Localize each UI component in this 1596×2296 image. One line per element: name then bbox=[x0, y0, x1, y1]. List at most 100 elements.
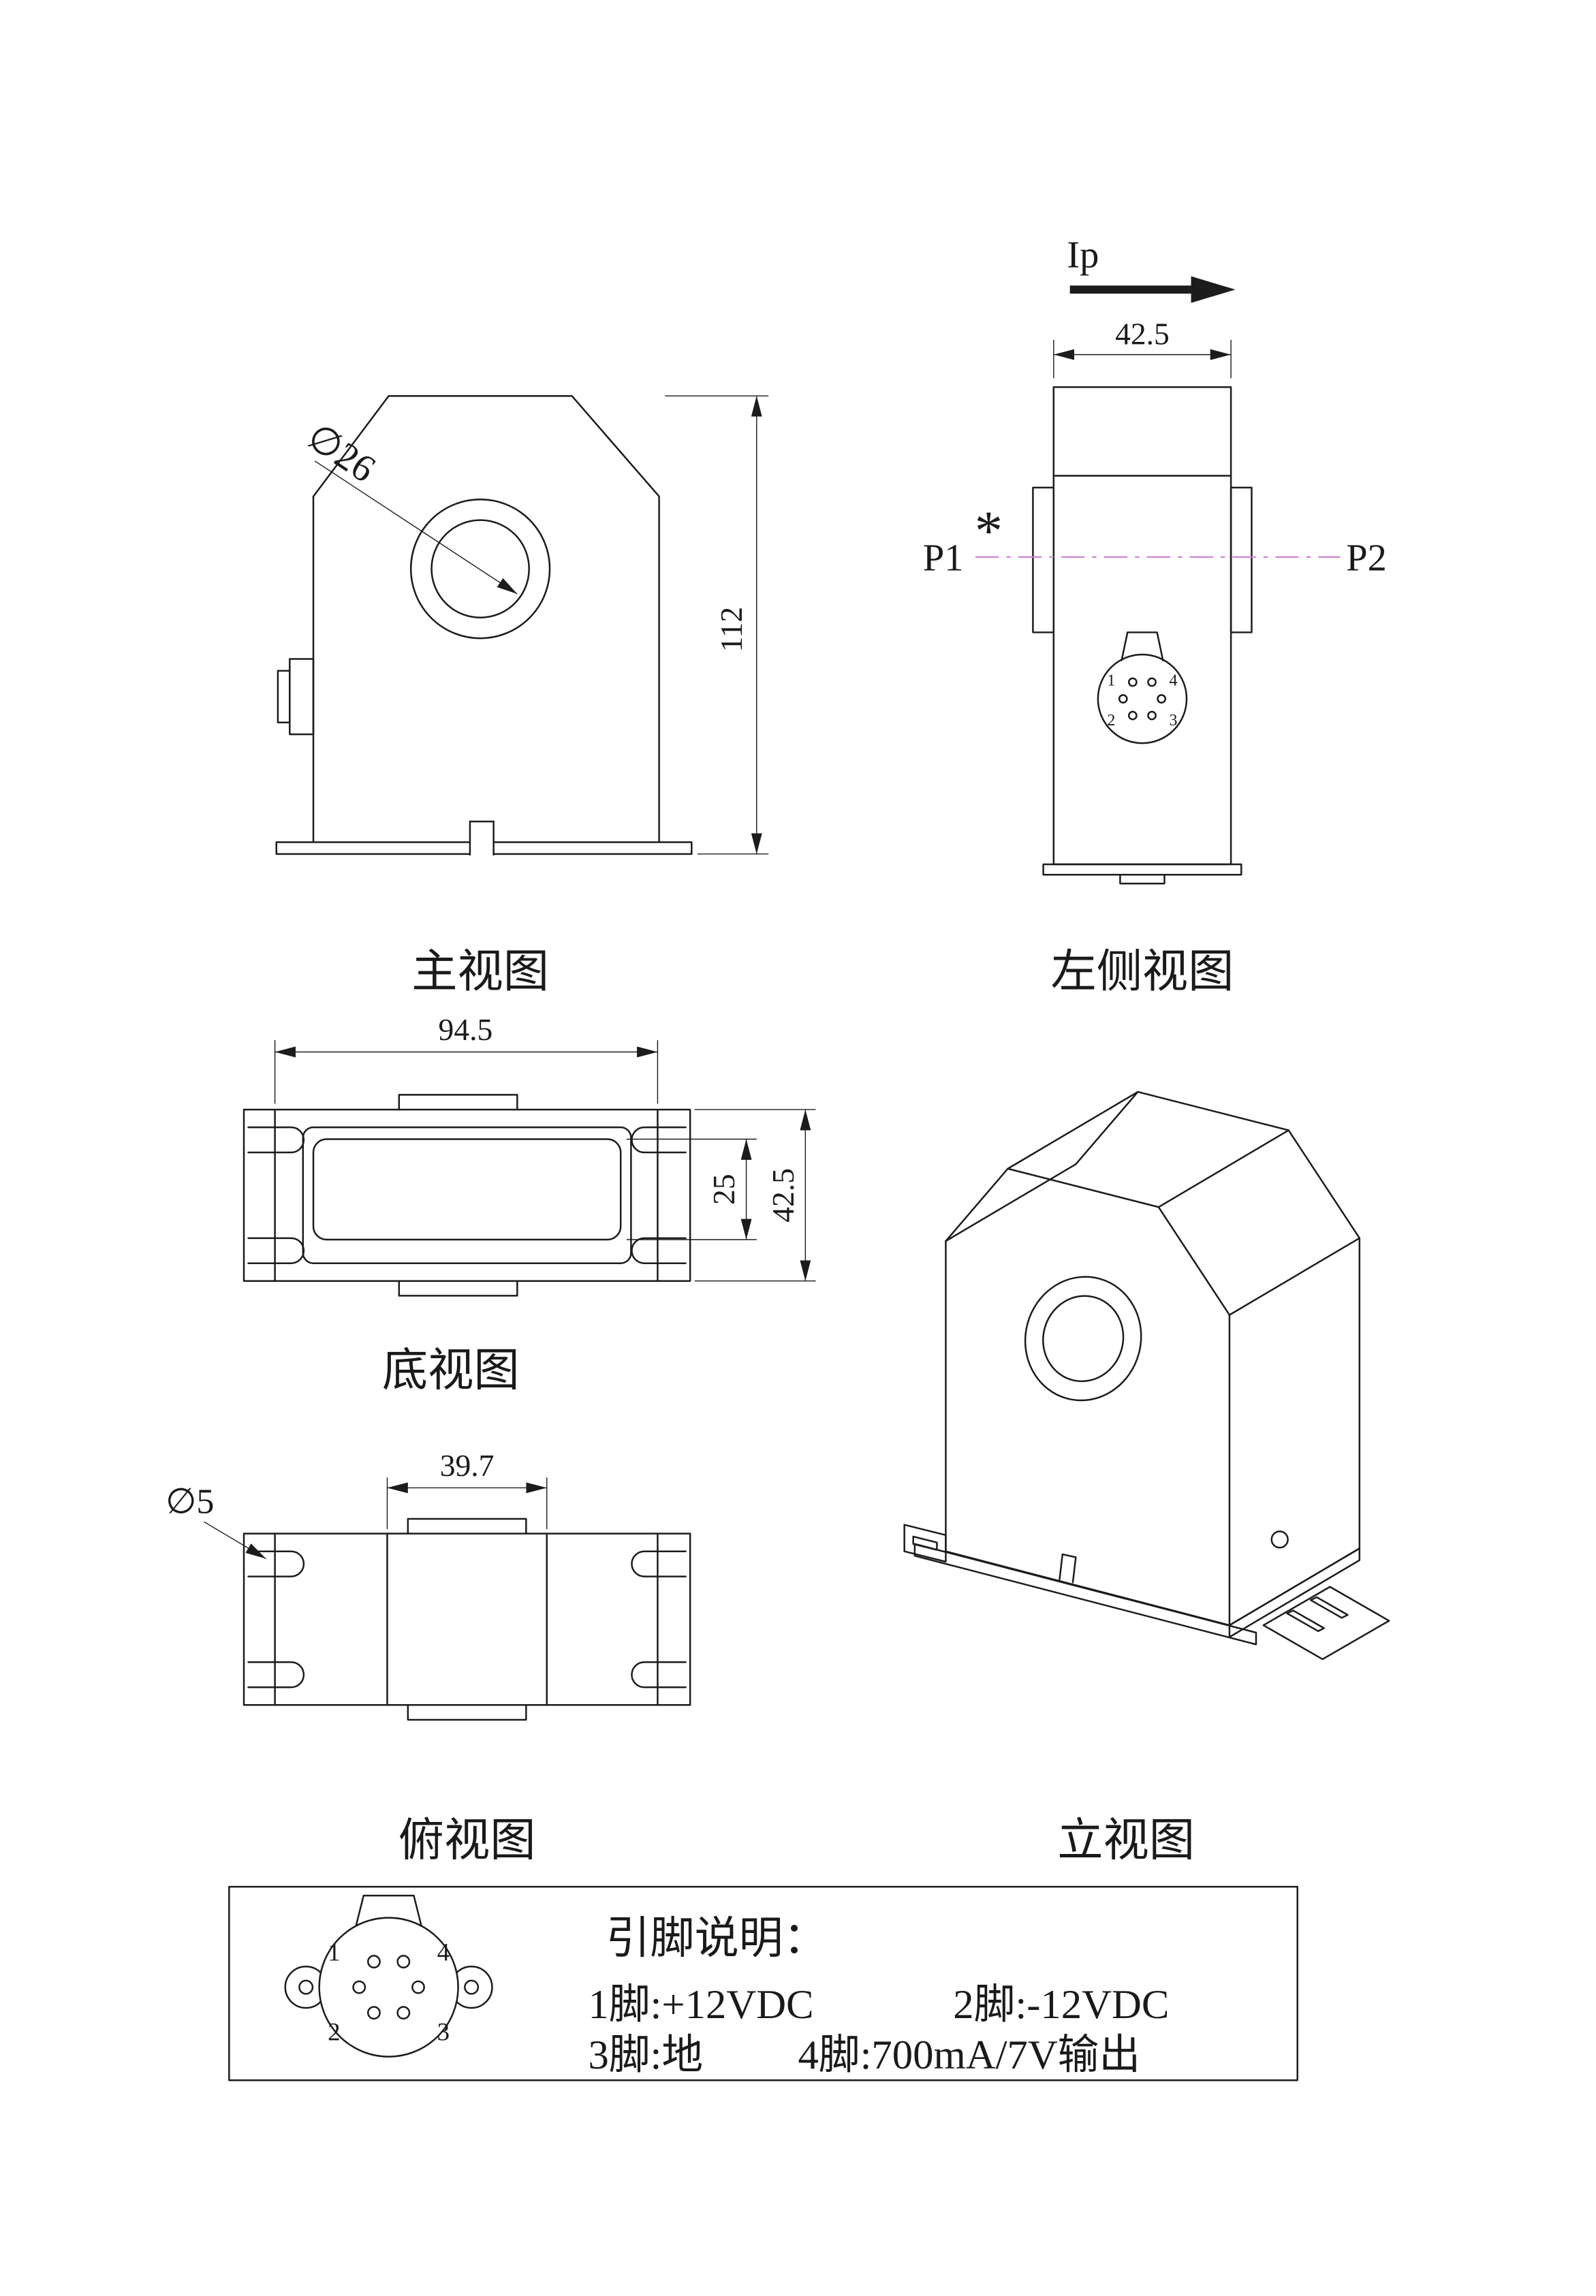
left-side-view: Ip 42.5 P1 P2 * 1 4 2 3 左侧视图 bbox=[923, 234, 1387, 997]
top-outline bbox=[242, 1532, 691, 1706]
connector-pin-dot bbox=[367, 1955, 381, 1969]
iso-view-caption: 立视图 bbox=[1057, 1815, 1195, 1866]
current-direction-label: Ip bbox=[1067, 234, 1099, 277]
pin3-description: 3脚:地 bbox=[588, 2032, 703, 2078]
iso-right-face bbox=[1228, 1237, 1361, 1626]
bottom-width-dim-label: 94.5 bbox=[439, 1012, 493, 1047]
bottom-outline bbox=[242, 1108, 691, 1282]
front-connector-side bbox=[289, 658, 315, 736]
iso-foot-rear-slot-1 bbox=[1286, 1609, 1325, 1633]
iso-foot-left bbox=[903, 1524, 947, 1563]
iso-hole-inner bbox=[1042, 1295, 1125, 1383]
connector-pin-dot bbox=[367, 2006, 381, 2020]
front-bottom-notch bbox=[469, 820, 495, 855]
iso-side-hole bbox=[1270, 1530, 1289, 1549]
bottom-slot-tl bbox=[247, 1126, 305, 1154]
pin1-description: 1脚:+12VDC bbox=[588, 1982, 813, 2028]
connector-pin-3-label: 3 bbox=[437, 2018, 450, 2046]
top-core-dim-label: 39.7 bbox=[440, 1448, 495, 1483]
left-pin-dot bbox=[1157, 694, 1167, 704]
iso-hole-outer bbox=[1024, 1276, 1142, 1402]
left-pin-dot bbox=[1127, 677, 1138, 687]
pin-box-border bbox=[228, 1885, 1298, 2081]
left-pin-dot bbox=[1147, 710, 1157, 721]
connector-pin-2-label: 2 bbox=[328, 2018, 340, 2046]
connector-body bbox=[318, 1917, 459, 2058]
front-hole-outer bbox=[409, 498, 551, 640]
iso-bottom-notch bbox=[1059, 1553, 1077, 1584]
pin-description-box: 1 4 2 3 引脚说明： 1脚:+12VDC 2脚:-12VDC 3脚:地 4… bbox=[228, 1885, 1298, 2081]
bottom-tab-bottom bbox=[398, 1280, 518, 1297]
top-hole-leader bbox=[204, 1521, 266, 1560]
iso-front-face bbox=[945, 1167, 1231, 1626]
connector-pin-dot bbox=[411, 1980, 425, 1994]
left-connector-circle bbox=[1097, 653, 1188, 744]
connector-ear-hole-left bbox=[298, 1979, 314, 1995]
front-view: ∅26 112 主视图 bbox=[275, 395, 769, 997]
top-slot-bl bbox=[247, 1661, 305, 1688]
bottom-depth-dim-label: 42.5 bbox=[766, 1168, 800, 1223]
connector-tab bbox=[355, 1894, 422, 1926]
top-slot-tr bbox=[631, 1550, 687, 1577]
top-slot-tl bbox=[247, 1550, 305, 1577]
front-hole-inner bbox=[431, 519, 530, 618]
bottom-window bbox=[312, 1138, 622, 1241]
left-tab-left bbox=[1032, 486, 1055, 633]
left-tab-right bbox=[1230, 486, 1253, 633]
bottom-view-caption: 底视图 bbox=[382, 1345, 520, 1396]
front-connector-side-cap bbox=[277, 670, 291, 724]
top-view: 39.7 ∅5 俯视图 bbox=[166, 1448, 691, 1866]
connector-pin-4-label: 4 bbox=[437, 1938, 450, 1966]
connector-pin-1-label: 1 bbox=[328, 1938, 340, 1966]
p2-label: P2 bbox=[1346, 537, 1387, 579]
left-pin-3-label: 3 bbox=[1170, 712, 1178, 729]
iso-foot-left-slot bbox=[912, 1535, 938, 1551]
bottom-core-outer bbox=[302, 1126, 632, 1264]
bottom-tab-top bbox=[398, 1094, 518, 1111]
bottom-slot-bl bbox=[247, 1237, 305, 1264]
iso-base-strip-right bbox=[1228, 1547, 1361, 1638]
connector-ear-hole-right bbox=[464, 1979, 480, 1995]
bottom-slot-tr bbox=[631, 1126, 687, 1154]
top-tab-bottom bbox=[407, 1704, 527, 1721]
iso-foot-rear-slot-2 bbox=[1309, 1596, 1349, 1619]
left-width-dim-label: 42.5 bbox=[1115, 316, 1170, 351]
front-body-outline bbox=[312, 395, 660, 843]
left-pin-4-label: 4 bbox=[1170, 672, 1178, 690]
pin-box-title: 引脚说明： bbox=[606, 1915, 827, 1964]
isometric-view: 立视图 bbox=[903, 1090, 1390, 1866]
iso-base-strip-front bbox=[913, 1543, 1257, 1646]
left-base-tab bbox=[1119, 873, 1165, 885]
iso-foot-rear bbox=[1262, 1586, 1390, 1661]
star-marker: * bbox=[975, 500, 1003, 562]
connector-pin-dot bbox=[352, 1980, 366, 1994]
left-pin-2-label: 2 bbox=[1107, 712, 1115, 729]
top-hole-dim-label: ∅5 bbox=[166, 1482, 214, 1521]
left-view-caption: 左侧视图 bbox=[1050, 946, 1234, 997]
bottom-inner-dim-label: 25 bbox=[706, 1174, 741, 1205]
iso-top-faces bbox=[945, 1090, 1361, 1242]
current-arrow-head bbox=[1191, 276, 1236, 303]
bottom-view: 94.5 25 42.5 底视图 bbox=[242, 1012, 816, 1396]
top-slot-br bbox=[631, 1661, 687, 1688]
front-hole-dim-label: ∅26 bbox=[300, 415, 383, 490]
left-pin-dot bbox=[1127, 710, 1138, 721]
p1-label: P1 bbox=[923, 537, 964, 579]
left-base-plate bbox=[1042, 863, 1242, 876]
pin4-description: 4脚:700mA/7V输出 bbox=[798, 2032, 1141, 2078]
left-connector-tab bbox=[1121, 631, 1164, 661]
left-body-outline bbox=[1052, 386, 1232, 866]
front-view-caption: 主视图 bbox=[411, 946, 549, 997]
left-pin-dot bbox=[1118, 694, 1128, 704]
connector-pin-dot bbox=[396, 2006, 411, 2020]
left-pin-dot bbox=[1147, 677, 1157, 687]
front-height-dim-label: 112 bbox=[714, 607, 749, 652]
hole-leader-line bbox=[314, 460, 518, 595]
pin2-description: 2脚:-12VDC bbox=[953, 1982, 1169, 2028]
connector-pin-dot bbox=[396, 1955, 411, 1969]
bottom-slot-br bbox=[631, 1237, 687, 1264]
left-pin-1-label: 1 bbox=[1107, 672, 1115, 690]
top-view-caption: 俯视图 bbox=[398, 1815, 536, 1866]
